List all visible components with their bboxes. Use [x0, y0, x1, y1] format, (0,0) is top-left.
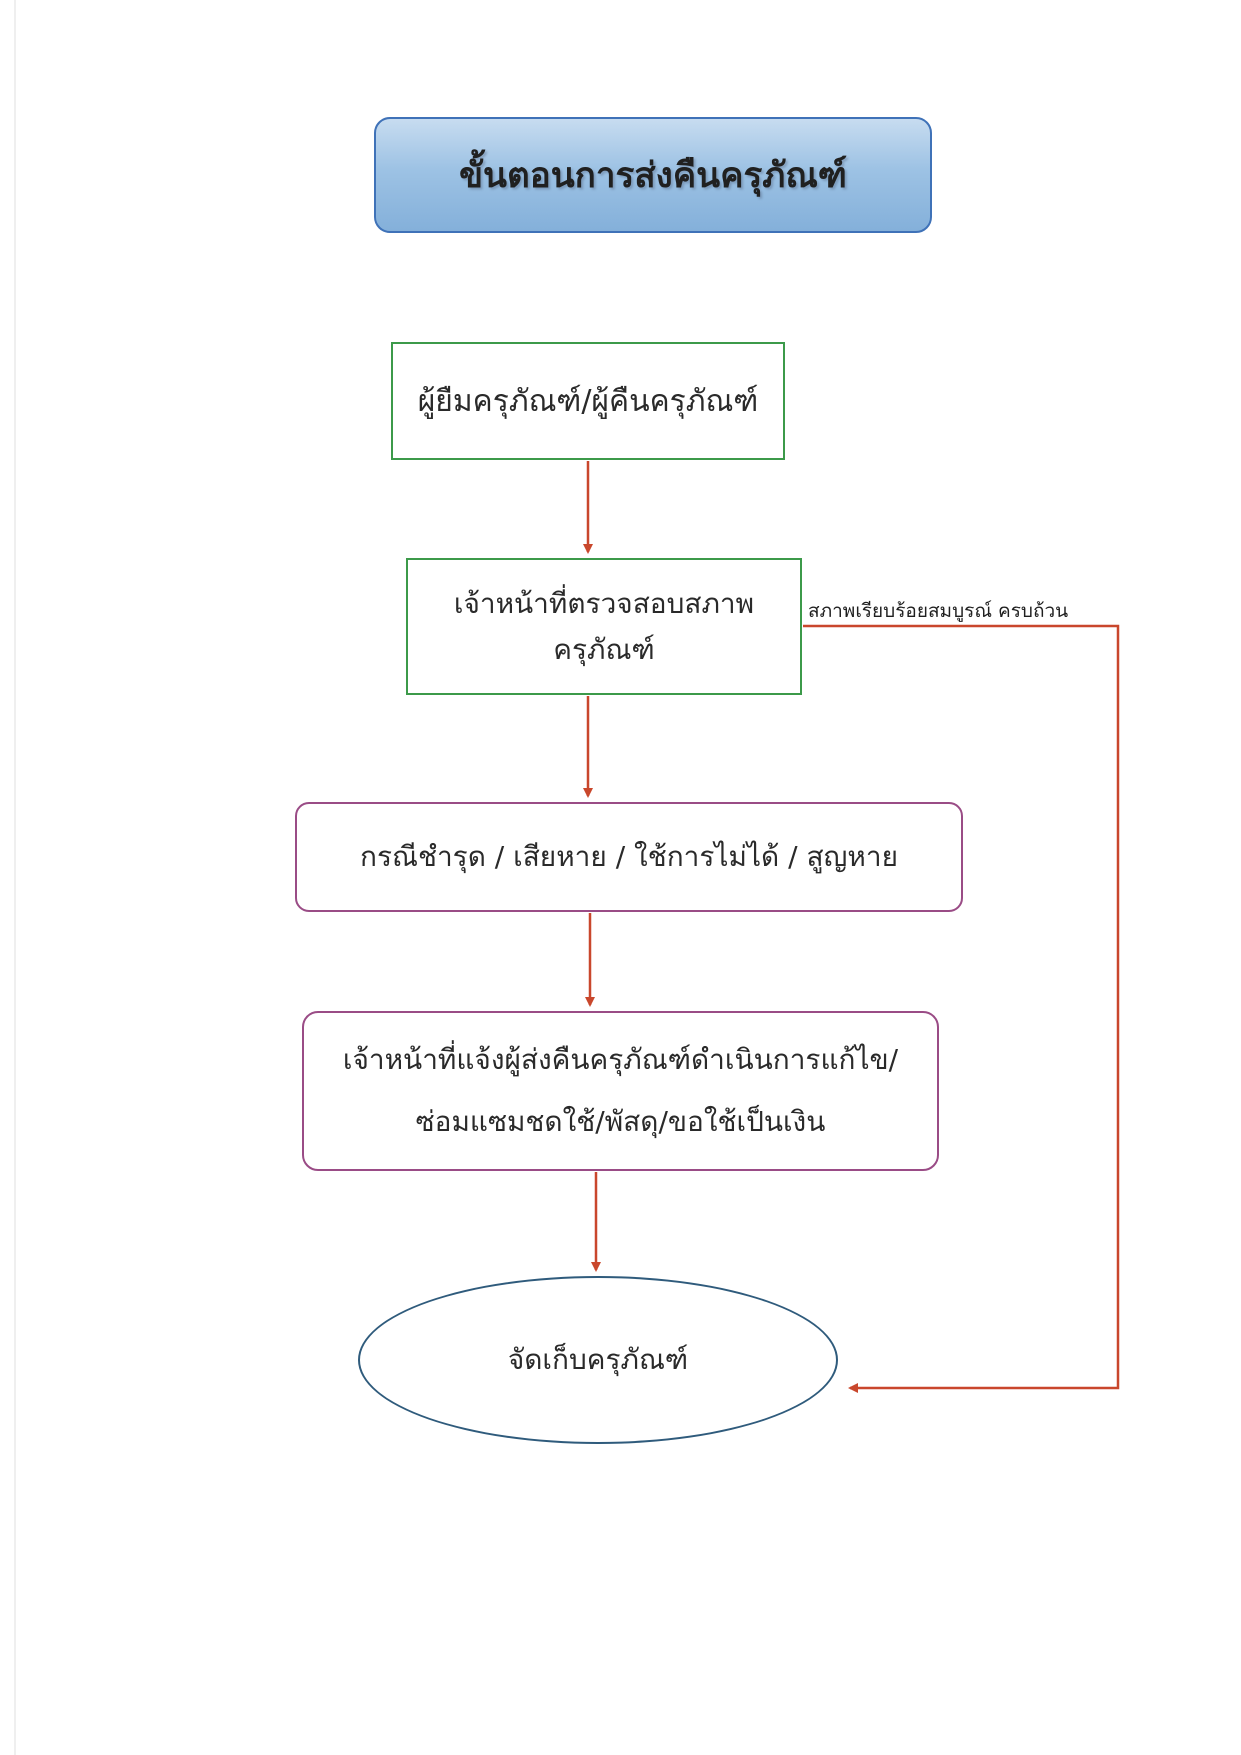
node-inspect-label-line2: ครุภัณฑ์	[553, 632, 655, 666]
node-damaged: กรณีชำรุด / เสียหาย / ใช้การไม่ได้ / สูญ…	[295, 802, 963, 912]
node-notify: เจ้าหน้าที่แจ้งผู้ส่งคืนครุภัณฑ์ดำเนินกา…	[302, 1011, 939, 1171]
node-damaged-label: กรณีชำรุด / เสียหาย / ใช้การไม่ได้ / สูญ…	[359, 840, 898, 873]
node-borrower: ผู้ยืมครุภัณฑ์/ผู้คืนครุภัณฑ์	[391, 342, 785, 460]
node-store: จัดเก็บครุภัณฑ์	[358, 1276, 838, 1444]
node-inspect: เจ้าหน้าที่ตรวจสอบสภาพ ครุภัณฑ์	[406, 558, 802, 695]
node-store-label: จัดเก็บครุภัณฑ์	[507, 1343, 689, 1376]
node-borrower-label: ผู้ยืมครุภัณฑ์/ผู้คืนครุภัณฑ์	[417, 383, 759, 419]
edge-label-complete: สภาพเรียบร้อยสมบูรณ์ ครบถ้วน	[808, 600, 1069, 622]
node-notify-label-line1: เจ้าหน้าที่แจ้งผู้ส่งคืนครุภัณฑ์ดำเนินกา…	[342, 1043, 899, 1076]
page-title: ขั้นตอนการส่งคืนครุภัณฑ์	[459, 155, 847, 196]
node-inspect-label-line1: เจ้าหน้าที่ตรวจสอบสภาพ	[453, 586, 755, 620]
scan-edge-line	[14, 0, 16, 1755]
node-notify-label-line2: ซ่อมแซมชดใช้/พัสดุ/ขอใช้เป็นเงิน	[415, 1105, 826, 1138]
arrow-complete-path	[803, 624, 1120, 1393]
title-box: ขั้นตอนการส่งคืนครุภัณฑ์	[374, 117, 932, 233]
